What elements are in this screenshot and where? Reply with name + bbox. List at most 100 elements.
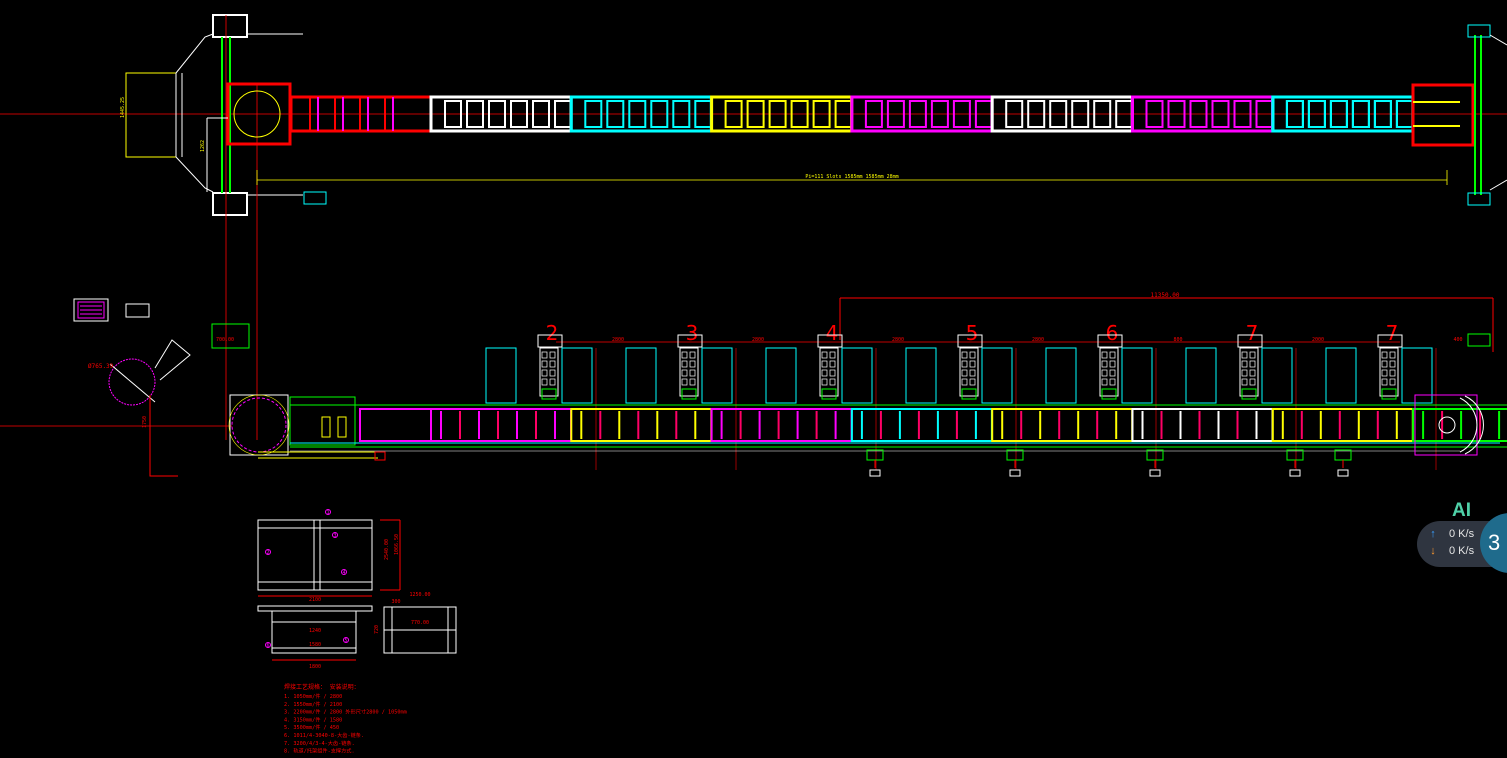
drive-body	[1006, 449, 1024, 461]
top-slat	[1189, 100, 1208, 128]
callout-label: 5	[344, 638, 347, 644]
station-number: 6	[1106, 321, 1119, 345]
top-slat	[768, 100, 787, 128]
top-slat	[952, 100, 971, 128]
detail-side-inner: 770.00	[411, 620, 429, 626]
station-cell	[1101, 369, 1108, 377]
top-slat	[650, 100, 669, 128]
station-pitch: 800	[1173, 337, 1182, 343]
station-number: 2	[546, 321, 559, 345]
top-slat	[1286, 100, 1304, 128]
top-slat	[1167, 100, 1186, 128]
callout-label: 6	[266, 643, 269, 649]
station-cap	[537, 334, 563, 348]
top-slat	[488, 100, 506, 128]
station-5: 6 800	[1045, 321, 1183, 470]
station-cell	[1109, 360, 1116, 368]
station-cell	[961, 369, 968, 377]
top-slat	[790, 100, 809, 128]
station-cell	[681, 360, 688, 368]
station-2: 3 2800	[625, 321, 764, 470]
station-cell	[829, 360, 836, 368]
drive-modules	[866, 449, 1352, 477]
station-cell	[1241, 369, 1248, 377]
callout-bubble	[341, 569, 347, 575]
top-view: 1262 1445.25 Pi=111 Slots 1585mm 1585mm …	[0, 14, 1507, 440]
station-cap	[957, 334, 983, 348]
station-cell	[681, 369, 688, 377]
top-slat	[584, 100, 603, 128]
top-slat	[532, 100, 550, 128]
station-bin-b	[701, 347, 733, 404]
overall-length-dim: Pi=111 Slots 1585mm 1585mm 28mm	[805, 174, 898, 180]
upload-speed: 0 K/s	[1449, 528, 1475, 540]
left-dim-vertical: 1445.25	[120, 97, 126, 118]
station-pitch: 2800	[752, 337, 764, 343]
top-slat	[510, 100, 528, 128]
station-cell	[1381, 369, 1388, 377]
station-bin-b	[561, 347, 593, 404]
note-line: 5. 3500mm/件 / 450	[284, 723, 339, 731]
detail-height-dim2: 1066.50	[394, 534, 400, 555]
station-cell	[821, 369, 828, 377]
detail-width-front: 1580	[309, 642, 321, 648]
station-cell	[549, 378, 556, 386]
station-base	[961, 388, 977, 400]
station-cell	[1241, 378, 1248, 386]
arrow-down-icon: ↓	[1430, 545, 1436, 557]
top-slat	[864, 100, 883, 128]
station-cell	[969, 369, 976, 377]
top-slat	[628, 100, 647, 128]
detail-side-left: 300	[391, 599, 400, 605]
top-conveyor-segments	[289, 95, 1415, 133]
station-cell	[1101, 360, 1108, 368]
station-cell	[1109, 369, 1116, 377]
detail-side-h: 720	[374, 625, 380, 634]
station-bin-a	[1045, 347, 1077, 404]
station-pitch: 2800	[892, 337, 904, 343]
station-cell	[1389, 369, 1396, 377]
station-cell	[1101, 378, 1108, 386]
note-line: 2. 1550mm/件 / 2100	[284, 700, 342, 708]
station-cell	[821, 351, 828, 359]
station-bin-b	[1401, 347, 1433, 404]
station-bin-b	[1121, 347, 1153, 404]
station-number: 7	[1386, 321, 1399, 345]
station-column	[539, 347, 559, 397]
top-slat	[1352, 100, 1370, 128]
station-cap	[817, 334, 843, 348]
station-cell	[1381, 360, 1388, 368]
total-span-dim: 11350.00	[1151, 292, 1180, 299]
station-bin-a	[905, 347, 937, 404]
top-slat	[1308, 100, 1326, 128]
left-symbols: 700.00 Ø765.39 1750	[0, 298, 250, 477]
top-slat	[1145, 100, 1164, 128]
top-slat	[724, 100, 743, 128]
station-cell	[689, 351, 696, 359]
callout-bubble	[332, 532, 338, 538]
side-segment-3	[850, 408, 993, 442]
top-slat	[1005, 100, 1024, 128]
left-dim-short: 1262	[200, 140, 206, 152]
station-pitch: 2800	[612, 337, 624, 343]
station-cell	[961, 378, 968, 386]
top-slat	[466, 100, 484, 128]
top-slat	[886, 100, 905, 128]
detail-width-inner: 1240	[309, 628, 321, 634]
drive-body	[1334, 449, 1352, 461]
note-line: 8. 轨道/托架组件-支撑方式.	[284, 747, 355, 755]
station-column	[1099, 347, 1119, 397]
station-cell	[541, 360, 548, 368]
station-column	[1239, 347, 1259, 397]
station-column	[959, 347, 979, 397]
station-number: 3	[686, 321, 699, 345]
note-line: 6. 1011/4-3040-8-大齿-链条.	[284, 731, 364, 739]
